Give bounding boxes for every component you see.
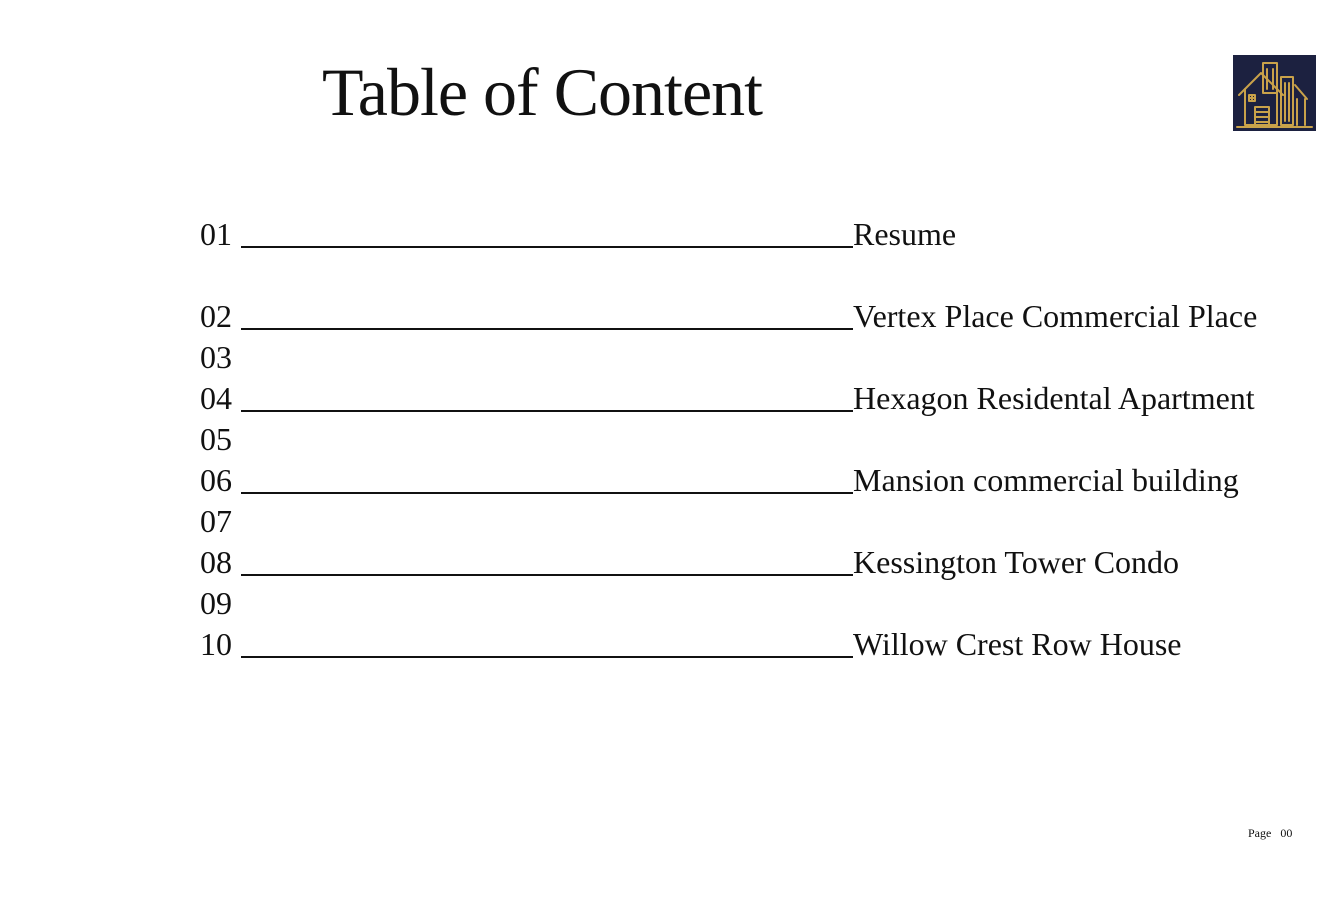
- toc-entry-label: Resume: [853, 216, 957, 252]
- toc-entry: 06 Mansion commercial building: [200, 460, 1310, 501]
- toc-entry: 03: [200, 337, 1310, 378]
- toc-entry-number: 03: [200, 339, 232, 375]
- toc-entry-number: 02: [200, 298, 232, 334]
- toc-entry: 05: [200, 419, 1310, 460]
- toc-entry: 10 Willow Crest Row House: [200, 624, 1310, 665]
- page-title: Table of Content: [322, 54, 763, 130]
- toc-leader-line: [241, 328, 853, 330]
- page-label: Page: [1248, 826, 1272, 840]
- toc-entry: 08 Kessington Tower Condo: [200, 542, 1310, 583]
- toc-entry-label: Hexagon Residental Apartment: [853, 380, 1255, 416]
- toc-entry-label: Vertex Place Commercial Place: [853, 298, 1258, 334]
- toc-leader-line: [241, 246, 853, 248]
- toc-entry-number: 01: [200, 216, 232, 252]
- toc-leader-line: [241, 410, 853, 412]
- toc-entry: 01 Resume: [200, 214, 1310, 255]
- toc-entry-number: 05: [200, 421, 232, 457]
- toc-entry-number: 07: [200, 503, 232, 539]
- toc-entry-number: 04: [200, 380, 232, 416]
- page-number: Page 00: [1248, 826, 1292, 841]
- toc-leader-line: [241, 656, 853, 658]
- toc-entry-number: 10: [200, 626, 232, 662]
- page-number-value: 00: [1280, 826, 1293, 840]
- house-building-logo-icon: [1233, 55, 1316, 131]
- toc-leader-line: [241, 574, 853, 576]
- toc-entry-label: Willow Crest Row House: [853, 626, 1182, 662]
- toc-entry-number: 08: [200, 544, 232, 580]
- toc-entry-number: 09: [200, 585, 232, 621]
- toc-entry: [200, 255, 1310, 296]
- toc-entry-number: 06: [200, 462, 232, 498]
- toc-leader-line: [241, 492, 853, 494]
- toc-entry: 09: [200, 583, 1310, 624]
- toc-entry-label: Mansion commercial building: [853, 462, 1239, 498]
- toc-entry: 04 Hexagon Residental Apartment: [200, 378, 1310, 419]
- toc-entry-label: Kessington Tower Condo: [853, 544, 1180, 580]
- toc-entry: 07: [200, 501, 1310, 542]
- toc-entry: 02 Vertex Place Commercial Place: [200, 296, 1310, 337]
